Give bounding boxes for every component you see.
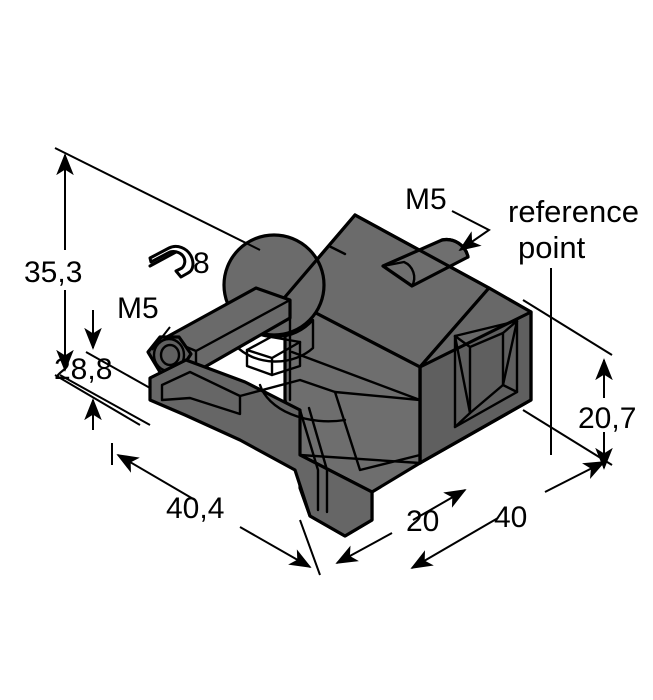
foot-rim-upper (148, 358, 247, 384)
pocket-rib-right (501, 319, 519, 394)
m5-left-text: M5 (117, 292, 159, 325)
dimension-28-8: 28,8 (54, 310, 151, 430)
front-support-rib (298, 408, 320, 512)
pocket-rib-bottom (468, 383, 505, 415)
dimension-35-3: 35,3 (24, 147, 261, 426)
dim-20-line-lower (335, 532, 393, 564)
label-m5-left: M5 (117, 292, 171, 351)
foot-to-housing-rib (238, 378, 337, 398)
label-m5-top: M5 (405, 183, 491, 252)
wrench-size-annotation: 8 (148, 244, 210, 280)
top-face-notch (327, 244, 347, 256)
dimension-20: 20 (335, 489, 467, 564)
reference-point-line2: point (518, 230, 586, 265)
m5-top-leader (451, 210, 491, 252)
dim-28-8-label: 28,8 (54, 353, 112, 386)
dim-40-4-label: 40,4 (166, 492, 224, 525)
dim-35-3-label: 35,3 (24, 256, 82, 289)
dim-20-7-ext-bottom (522, 409, 613, 466)
dim-28-8-ext-bottom (59, 374, 151, 426)
m5-left-leader (151, 326, 171, 351)
wrench-icon-head (148, 244, 195, 279)
bracket-3d-model (146, 213, 533, 538)
pocket-rib-top (468, 331, 505, 349)
dim-20-line-upper (412, 489, 467, 521)
front-face-edge-2 (298, 453, 422, 465)
dim-28-8-ext-top (85, 351, 151, 389)
housing-right-silhouette (418, 310, 533, 465)
housing-top-left-edge (283, 213, 357, 299)
dimension-40: 40 (410, 461, 606, 569)
dim-40-line-upper (544, 461, 606, 493)
wrench-size-text: 8 (193, 247, 210, 280)
dim-40-4-line-lower (239, 526, 312, 568)
dim-20-7-label: 20,7 (578, 402, 636, 435)
housing-top-back-edge (353, 213, 491, 290)
top-boss-arc (440, 237, 470, 259)
dim-20-label: 20 (406, 505, 439, 538)
wrench-icon-handle (148, 250, 178, 268)
front-face-edge-1 (290, 350, 422, 402)
pocket-rib-left (453, 334, 472, 429)
dimension-40-4: 40,4 (111, 443, 321, 576)
m5-bore-inner (159, 343, 181, 367)
internal-arc (258, 383, 347, 423)
dim-20-7-ext-top (522, 299, 613, 356)
label-reference-point: reference point (508, 194, 639, 455)
pocket-diagonals (453, 319, 519, 415)
dim-40-4-ext-right (299, 519, 321, 576)
dim-35-3-ext-top (54, 147, 261, 251)
m5-top-text: M5 (405, 183, 447, 216)
housing-top-right-ramp (418, 286, 533, 369)
foot-slot (160, 370, 242, 416)
foot-rim-lower (183, 413, 297, 472)
dim-40-4-line-upper (116, 454, 196, 501)
dimension-20-7: 20,7 (522, 299, 636, 470)
dim-40-line-lower (410, 517, 499, 569)
hex-collar (245, 335, 302, 377)
reference-point-line1: reference (508, 194, 639, 229)
front-support-rib-2 (307, 406, 329, 514)
dim-40-label: 40 (494, 501, 527, 534)
wrench-icon (148, 244, 195, 279)
top-boss-end-cap (381, 260, 416, 288)
